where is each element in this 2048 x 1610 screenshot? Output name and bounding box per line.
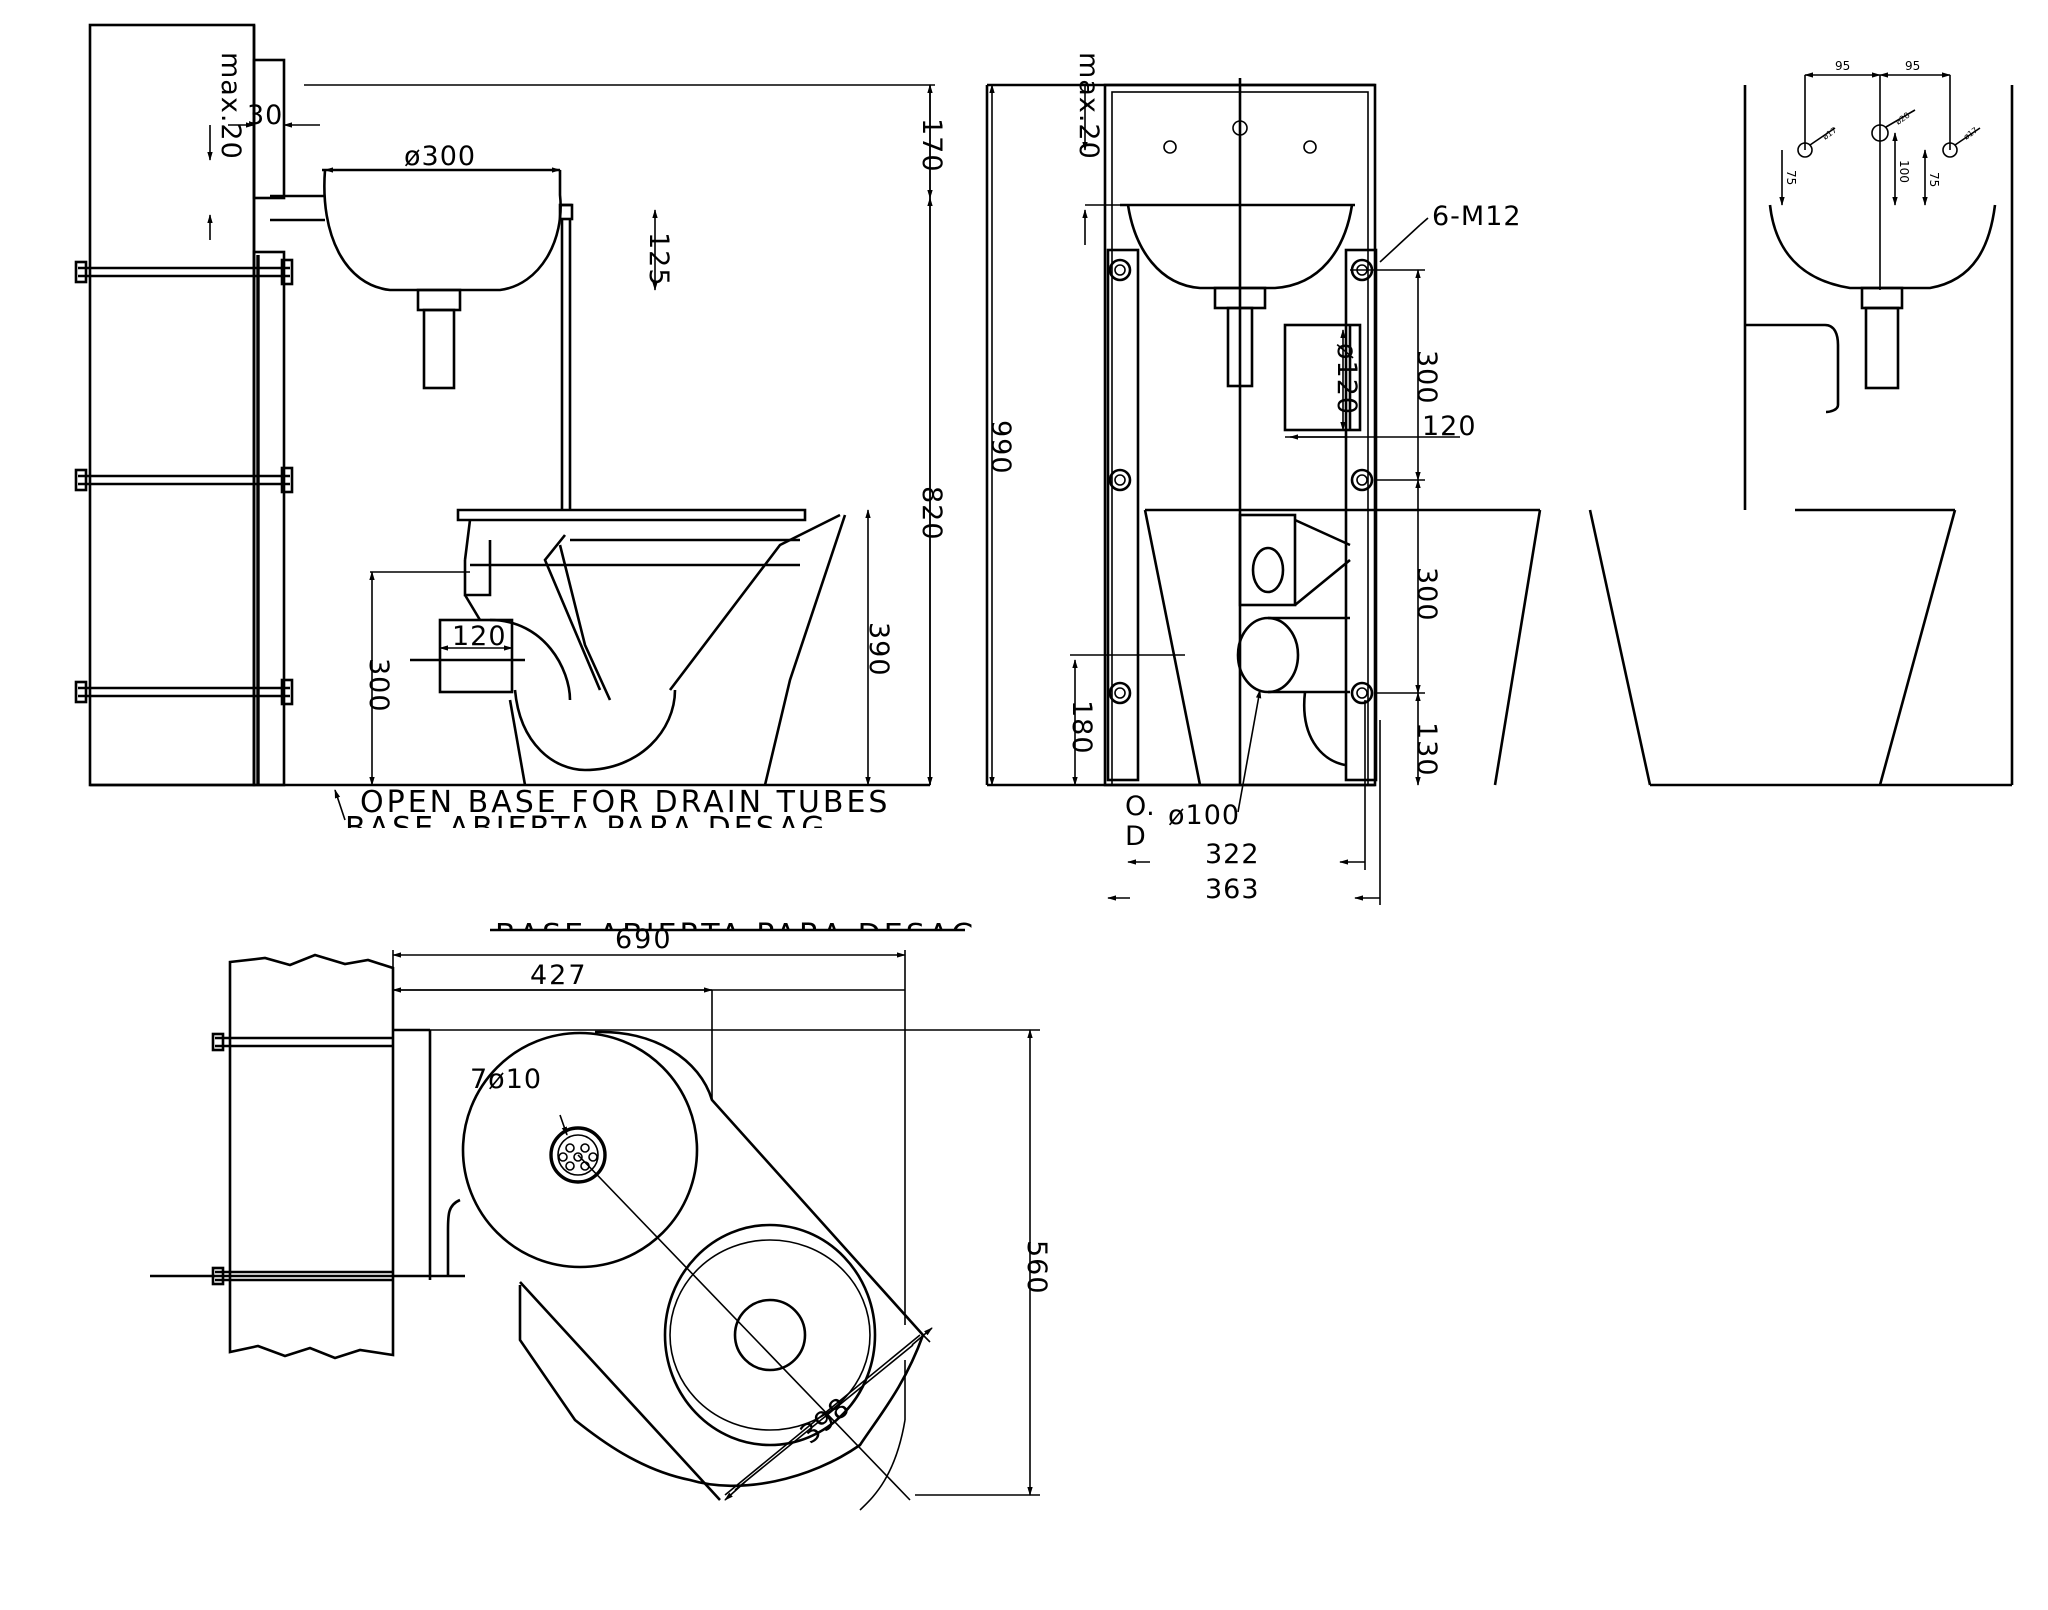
side-note-spanish: BASE ABIERTA PARA DESAGUE [345,811,874,846]
plan-dim-diagonal: 398 [795,1392,857,1451]
front-dim-300-mid: 300 [1411,567,1442,622]
plan-dimensions [392,950,1040,1496]
side-dim-390: 390 [863,622,894,677]
front-view: max.20 990 6-M12 ø120 120 300 300 180 13… [985,52,1542,905]
front-dim-120: 120 [1422,411,1477,442]
side-dim-basin-diameter: ø300 [404,141,476,172]
plan-dim-690: 690 [615,924,673,955]
front-dim-130: 130 [1411,722,1442,777]
front-bolts-label: 6-M12 [1432,201,1522,232]
detail-dim-95-right: 95 [1905,59,1920,73]
detail-dim-100: 100 [1897,160,1911,183]
side-dim-120: 120 [452,621,507,652]
side-dimensions [207,84,935,786]
side-dim-170: 170 [916,118,947,173]
side-dim-125: 125 [643,232,674,287]
front-dim-cistern-diameter: ø120 [1331,343,1362,415]
side-dim-300: 300 [363,658,394,713]
plan-holes-label: 7ø10 [470,1064,542,1095]
detail-view: 95 95 75 100 75 ø17 ø28 ø17 [1588,59,2014,787]
side-max20-label: max.20 [215,52,246,160]
side-dim-30: 30 [247,100,283,131]
plan-view: BASE ABIERTA PARA DESAGUE [150,918,1052,1511]
front-dim-outlet-diameter: ø100 [1168,800,1240,831]
detail-dim-95-left: 95 [1835,59,1850,73]
front-dimensions [989,84,1460,905]
anchor-bolts [74,258,294,706]
detail-dim-75-left: 75 [1784,170,1798,185]
front-od-label-1: O. [1125,791,1156,822]
front-dim-322: 322 [1205,839,1260,870]
front-dim-990: 990 [985,420,1016,475]
plan-note-spanish: BASE ABIERTA PARA DESAGUE [495,918,1024,953]
side-view: max.20 30 ø300 125 170 820 390 300 120 O… [74,23,947,846]
plan-anchor-bolts [150,1032,465,1286]
mounting-rails [1106,248,1378,782]
toilet-body [410,508,847,786]
front-dim-300-top: 300 [1411,350,1442,405]
side-note-english: OPEN BASE FOR DRAIN TUBES [360,785,890,820]
plan-dim-427: 427 [530,960,588,991]
plan-dim-560: 560 [1021,1240,1052,1295]
detail-dim-75-right: 75 [1927,172,1941,187]
front-max20-label: max.20 [1073,52,1104,160]
front-dim-363: 363 [1205,874,1260,905]
side-dim-820: 820 [916,486,947,541]
detail-hole-label-1: ø17 [1821,126,1839,142]
detail-hole-label-3: ø17 [1962,126,1980,142]
front-dim-180: 180 [1066,700,1097,755]
front-od-label-2: D [1125,821,1147,852]
wash-basin [270,168,562,390]
